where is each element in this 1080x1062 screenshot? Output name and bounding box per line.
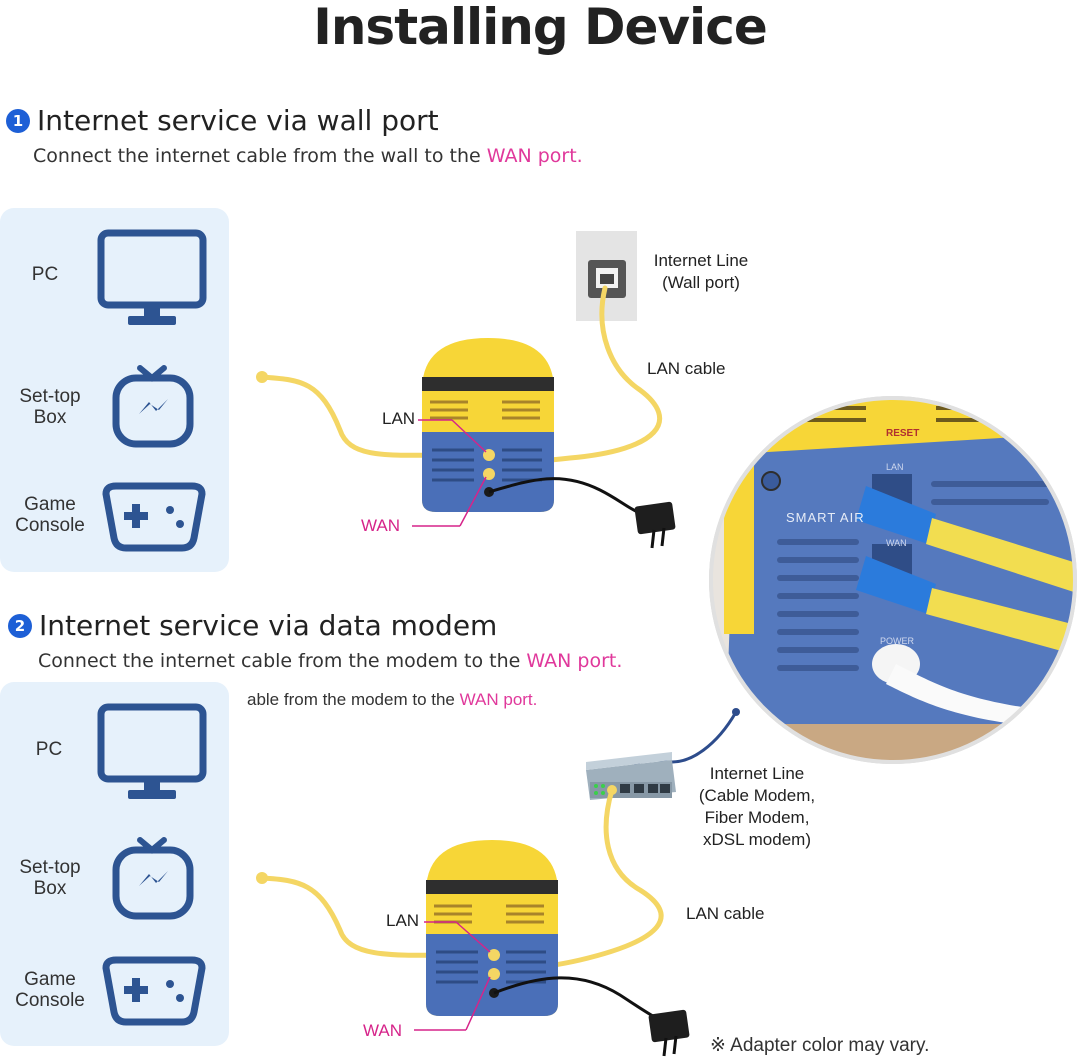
photo-brand-label: SMART AIR: [786, 510, 865, 525]
section1-device-label-settop: Set-top Box: [19, 386, 81, 428]
section2-internet-line-label: Internet Line (Cable Modem, Fiber Modem,…: [698, 764, 816, 849]
pc-icon: [97, 229, 207, 325]
section2-heading: 2 Internet service via data modem: [8, 609, 497, 642]
tv-icon: [112, 837, 194, 920]
section2-subtitle-partial-highlight: WAN port.: [459, 690, 538, 709]
tv-icon: [112, 365, 194, 448]
photo-reset-label: RESET: [886, 428, 920, 439]
section2-subtitle: Connect the internet cable from the mode…: [38, 650, 622, 672]
gamepad-icon: [102, 956, 206, 1026]
section2-cable-label: LAN cable: [686, 904, 765, 923]
section1-device-label-pc: PC: [31, 264, 59, 285]
section2-lan-label: LAN: [386, 911, 420, 930]
section2-subtitle-highlight: WAN port.: [526, 650, 623, 672]
section2-subtitle-partial: able from the modem to the WAN port.: [247, 690, 537, 710]
section2-number-badge: 2: [8, 613, 32, 638]
photo-power-label: POWER: [880, 636, 915, 646]
section1-number-badge: 1: [6, 108, 30, 133]
router-closeup-photo: [709, 396, 1077, 764]
section2-device-label-settop: Set-top Box: [19, 857, 81, 899]
section1-wan-label: WAN: [361, 516, 401, 535]
section1-cable-label: LAN cable: [647, 359, 726, 378]
section1-lan-label: LAN: [382, 409, 416, 428]
section1-device-label-console: Game Console: [15, 494, 85, 536]
adapter-note: ※ Adapter color may vary.: [710, 1035, 930, 1056]
photo-lan-label: LAN: [886, 462, 904, 472]
page-title: Installing Device: [313, 0, 768, 56]
gamepad-icon: [102, 482, 206, 552]
section1-heading-text: Internet service via wall port: [37, 104, 439, 137]
section2-wan-label: WAN: [363, 1021, 403, 1040]
section2-heading-text: Internet service via data modem: [39, 609, 498, 642]
section1-heading: 1 Internet service via wall port: [6, 104, 439, 137]
section1-subtitle-highlight: WAN port.: [486, 145, 583, 167]
section2-device-label-console: Game Console: [15, 969, 85, 1011]
section1-subtitle: Connect the internet cable from the wall…: [33, 145, 583, 167]
section2-subtitle-text: Connect the internet cable from the mode…: [38, 650, 527, 672]
pc-icon: [97, 703, 207, 799]
section1-internet-line-label: Internet Line (Wall port): [653, 251, 749, 292]
photo-wan-label: WAN: [886, 538, 907, 548]
section2-device-label-pc: PC: [35, 739, 63, 760]
section1-subtitle-text: Connect the internet cable from the wall…: [33, 145, 487, 167]
section2-subtitle-partial-text: able from the modem to the: [247, 690, 460, 709]
